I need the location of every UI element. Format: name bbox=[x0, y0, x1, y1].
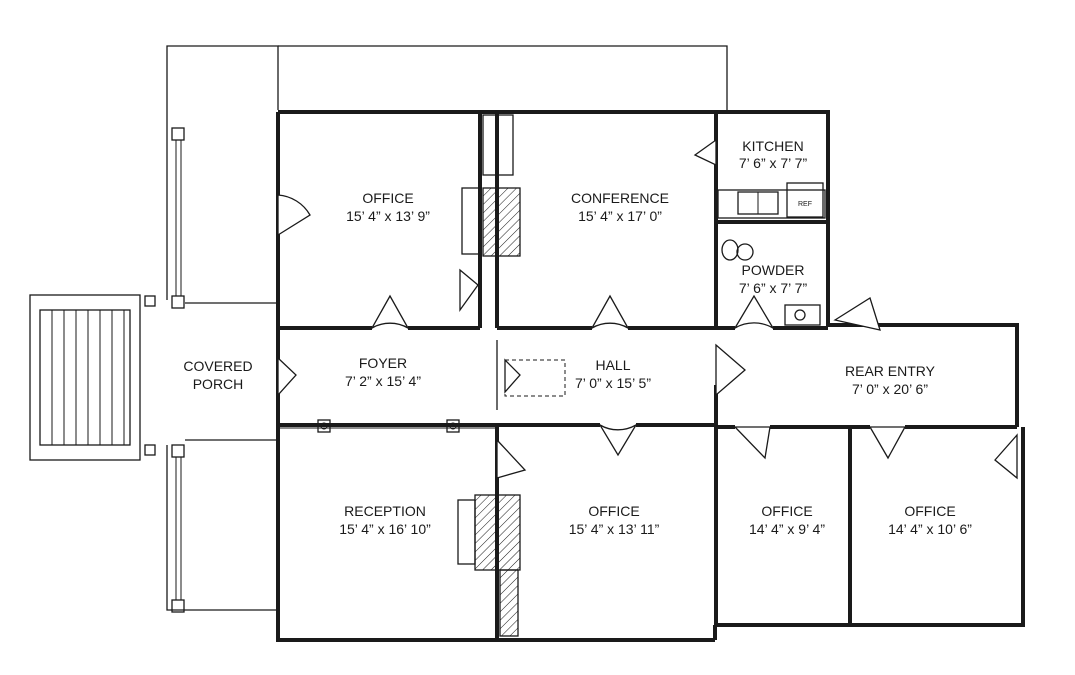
refrigerator-label: REF bbox=[798, 201, 812, 208]
porch-name-line1: COVERED bbox=[183, 358, 252, 374]
office-mid-size: 15’ 4” x 13’ 11” bbox=[569, 521, 660, 537]
office-right2-size: 14’ 4” x 10’ 6” bbox=[888, 521, 972, 537]
hall-name: HALL bbox=[595, 357, 630, 373]
office-top-size: 15’ 4” x 13’ 9” bbox=[346, 208, 430, 224]
office-right2-name: OFFICE bbox=[904, 503, 955, 519]
powder-fixtures bbox=[721, 239, 821, 326]
powder-size: 7’ 6” x 7’ 7” bbox=[739, 280, 808, 296]
kitchen-name: KITCHEN bbox=[742, 138, 803, 154]
chimney-bottom bbox=[457, 494, 521, 637]
porch-steps bbox=[29, 294, 141, 461]
office-right1-size: 14’ 4” x 9’ 4” bbox=[749, 521, 825, 537]
reception-size: 15’ 4” x 16’ 10” bbox=[339, 521, 431, 537]
chimney-top bbox=[461, 114, 521, 257]
doors bbox=[277, 138, 1018, 480]
office-right1-name: OFFICE bbox=[761, 503, 812, 519]
foyer-size: 7’ 2” x 15’ 4” bbox=[345, 373, 421, 389]
office-mid-name: OFFICE bbox=[588, 503, 639, 519]
foyer-name: FOYER bbox=[359, 355, 407, 371]
powder-name: POWDER bbox=[742, 262, 805, 278]
hall-size: 7’ 0” x 15’ 5” bbox=[575, 375, 651, 391]
kitchen-counter: REF bbox=[717, 182, 826, 219]
rear-entry-size: 7’ 0” x 20’ 6” bbox=[852, 381, 928, 397]
conference-size: 15’ 4” x 17’ 0” bbox=[578, 208, 662, 224]
conference-name: CONFERENCE bbox=[571, 190, 669, 206]
foyer-posts bbox=[317, 419, 460, 433]
kitchen-size: 7’ 6” x 7’ 7” bbox=[739, 155, 808, 171]
reception-name: RECEPTION bbox=[344, 503, 426, 519]
porch-name-line2: PORCH bbox=[193, 376, 244, 392]
rear-entry-name: REAR ENTRY bbox=[845, 363, 936, 379]
exterior-walls bbox=[276, 110, 1025, 642]
office-top-name: OFFICE bbox=[362, 190, 413, 206]
porch-outline bbox=[144, 45, 728, 613]
